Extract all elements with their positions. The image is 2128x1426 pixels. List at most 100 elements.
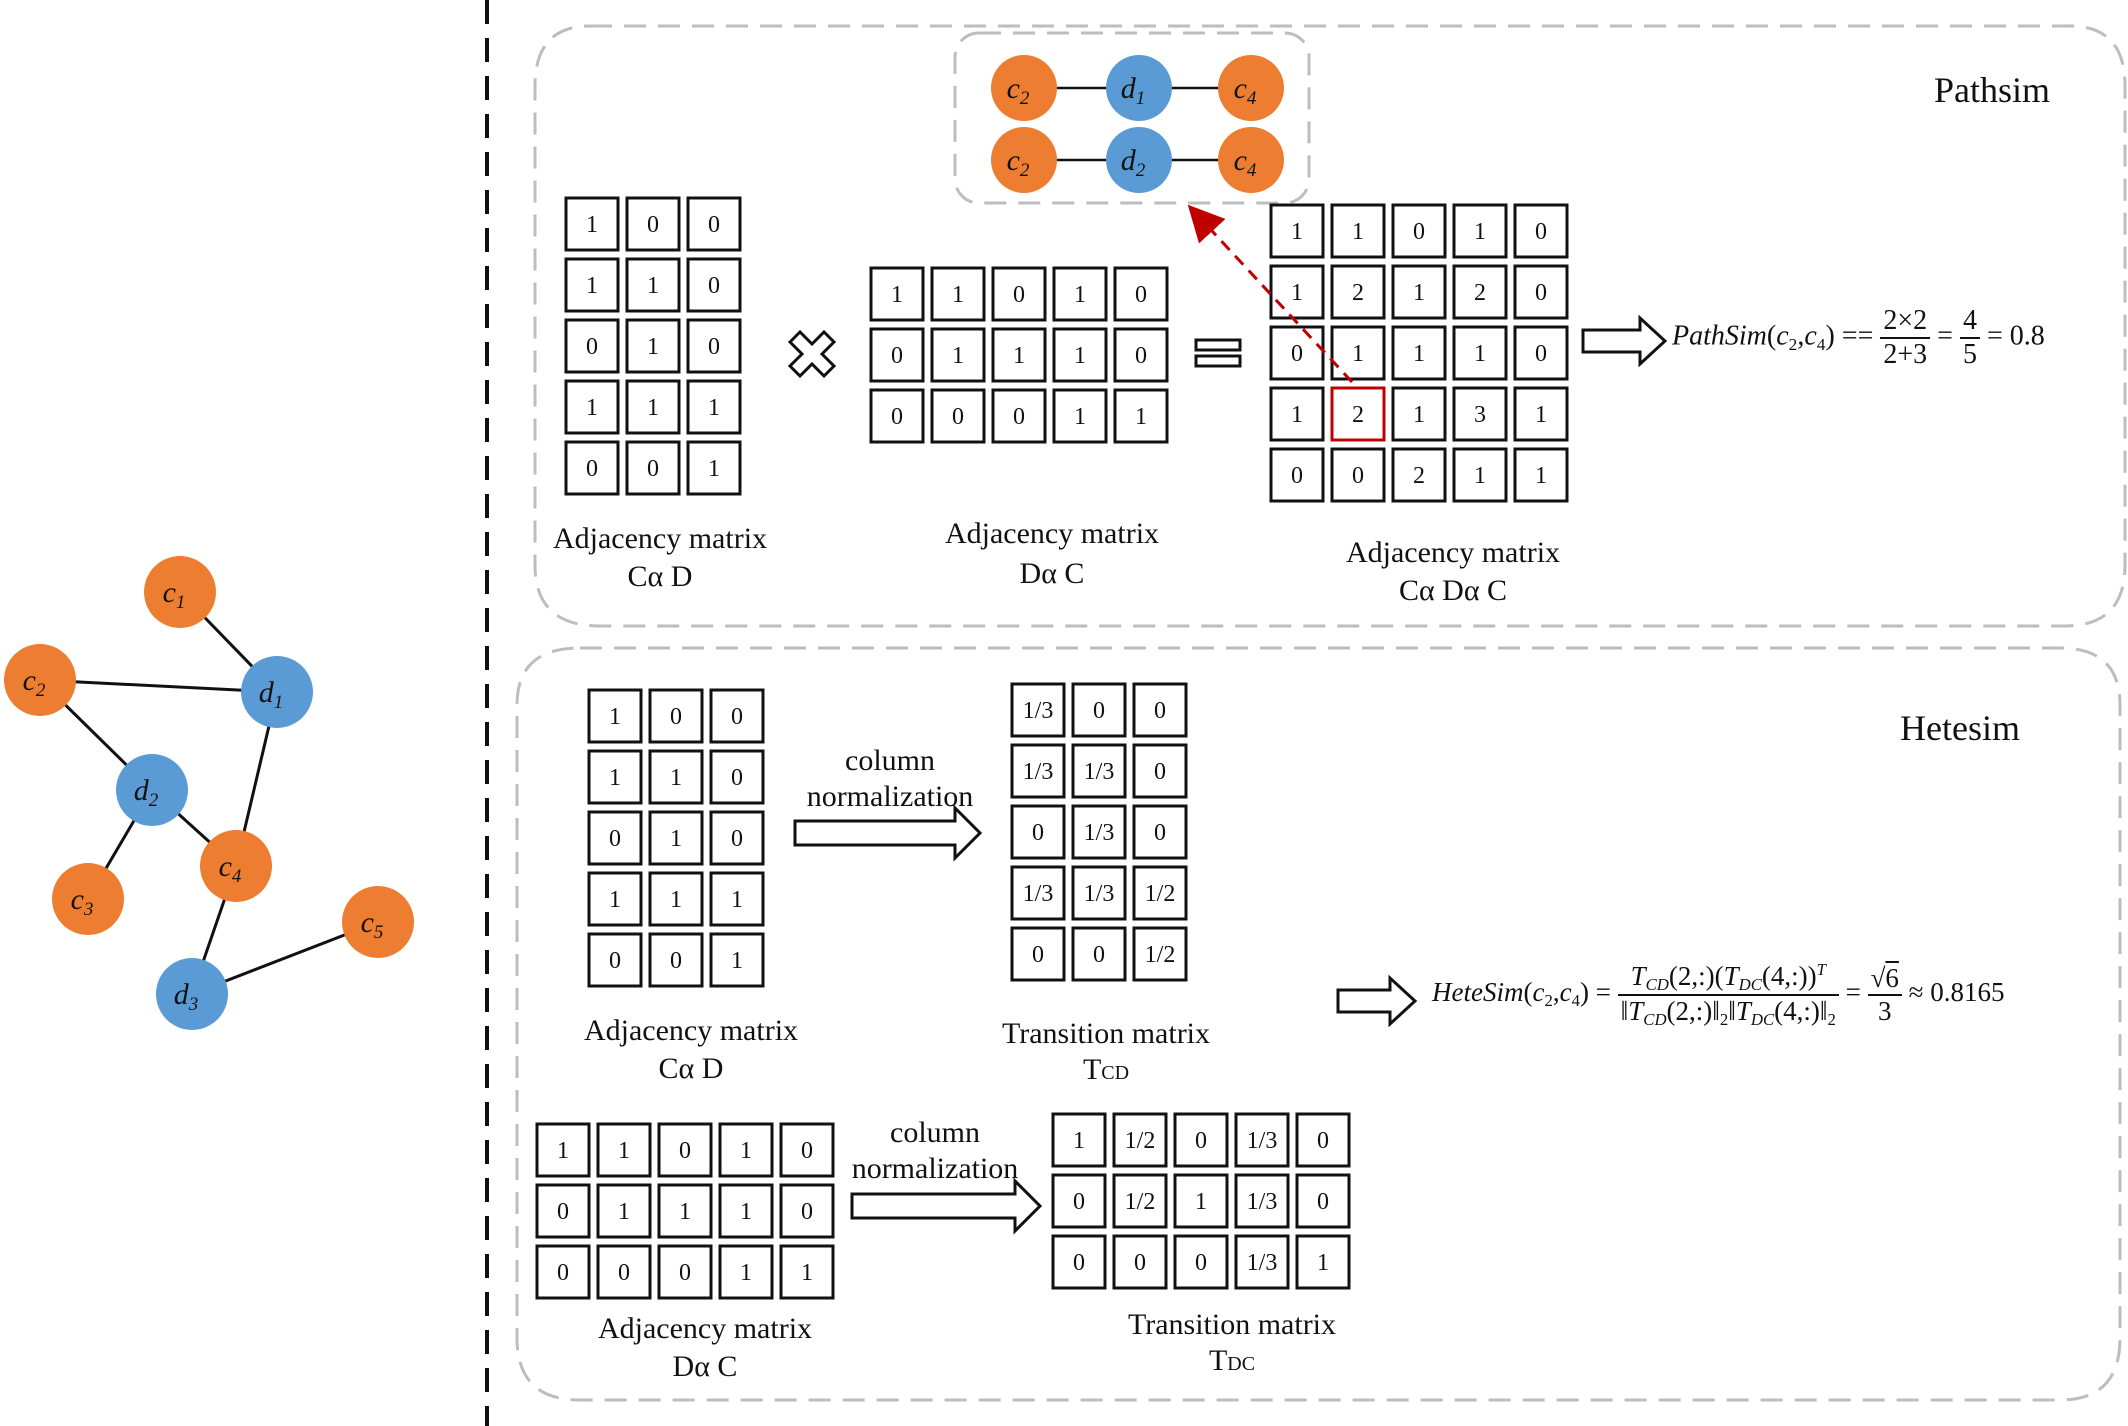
hetesim-title: Hetesim	[1900, 708, 2020, 748]
graph-node-c3-label: c3	[71, 883, 94, 920]
matrix-cell	[686, 257, 742, 313]
pathsim-matrix-cdc-caption: Adjacency matrix	[1346, 536, 1560, 569]
path1-node-d1: d1	[1106, 55, 1172, 121]
matrix-cell-value: 0	[1135, 343, 1147, 369]
matrix-cell	[686, 196, 742, 252]
path1-node-d1-label: d1	[1121, 72, 1146, 109]
matrix-cell-value: 0	[1093, 698, 1105, 724]
matrix-cell	[1330, 447, 1386, 503]
matrix-cell	[1391, 203, 1447, 259]
matrix-cell	[1052, 327, 1108, 383]
matrix-cell	[625, 196, 681, 252]
arrow-label-column-1: column	[845, 744, 935, 777]
matrix-cell	[1010, 682, 1066, 738]
matrix-cell	[1173, 1234, 1229, 1290]
pathsim-func-name: PathSim	[1672, 320, 1767, 352]
matrix-cell	[718, 1122, 774, 1178]
matrix-cell	[587, 871, 643, 927]
matrix-cell-value: 0	[801, 1199, 813, 1225]
path2-node-c2-label: c2	[1007, 144, 1030, 181]
pathsim-arg-sub1: 2	[1788, 334, 1798, 354]
matrix-cell-value: 1	[670, 826, 682, 852]
graph-node-d2-circle	[116, 754, 188, 826]
matrix-cell-value: 0	[647, 456, 659, 482]
matrix-cell	[1052, 266, 1108, 322]
matrix-cell-value: 1/2	[1125, 1189, 1156, 1215]
matrix-cell-value: 1/3	[1084, 820, 1115, 846]
matrix-cell	[1513, 386, 1569, 442]
matrix-cell	[1295, 1112, 1351, 1168]
matrix-cell	[1112, 1173, 1168, 1229]
graph-node-c3: c3	[52, 863, 124, 935]
path1-node-c2-label: c2	[1007, 72, 1030, 109]
matrix-cell	[1010, 926, 1066, 982]
matrix-cell-value: 1	[740, 1199, 752, 1225]
matrix-cell-value: 1	[1474, 463, 1486, 489]
graph-node-c2-circle	[4, 644, 76, 716]
matrix-cell	[596, 1244, 652, 1300]
matrix-cell-value: 1	[1535, 402, 1547, 428]
matrix-cell	[991, 388, 1047, 444]
matrix-cell	[709, 810, 765, 866]
matrix-cell	[1113, 388, 1169, 444]
path2-node-d2: d2	[1106, 127, 1172, 193]
matrix-cell-value: 0	[1413, 219, 1425, 245]
matrix-cell	[587, 749, 643, 805]
matrix-cell	[535, 1183, 591, 1239]
matrix-cell	[869, 327, 925, 383]
matrix-cell-value: 1	[670, 765, 682, 791]
matrix-cell	[1132, 865, 1188, 921]
matrix-cell-value: 1	[586, 212, 598, 238]
matrix-cell-value: 1	[1317, 1250, 1329, 1276]
hetesim-matrix-cd-caption: Adjacency matrix	[584, 1014, 798, 1047]
matrix-cell-value: 0	[1135, 282, 1147, 308]
matrix-cell-value: 1	[1073, 1128, 1085, 1154]
matrix-cell-value: 1	[1352, 341, 1364, 367]
path2-node-c4: c4	[1218, 127, 1284, 193]
pathsim-arg-sub2: 4	[1816, 334, 1826, 354]
pathsim-matrix-cd-subcaption: Cα D	[628, 560, 693, 593]
matrix-cell-value: 1/2	[1125, 1128, 1156, 1154]
matrix-cell	[657, 1244, 713, 1300]
matrix-cell	[1330, 386, 1386, 442]
graph-node-c4-label: c4	[219, 850, 242, 887]
matrix-cell-value: 3	[1474, 402, 1486, 428]
pathsim-arg-c2: c	[1804, 320, 1817, 352]
arrow-label-normalization-1: normalization	[807, 780, 974, 813]
matrix-cell-value: 0	[1291, 341, 1303, 367]
matrix-cell-value: 1	[609, 704, 621, 730]
matrix-cell	[1330, 325, 1386, 381]
matrix-cell-value: 1/3	[1247, 1189, 1278, 1215]
matrix-cell-value: 1	[1474, 341, 1486, 367]
matrix-cell-value: 1	[679, 1199, 691, 1225]
matrix-cell-value: 1	[1074, 404, 1086, 430]
matrix-cell	[1295, 1173, 1351, 1229]
matrix-cell	[657, 1122, 713, 1178]
matrix-cell	[1295, 1234, 1351, 1290]
matrix-cell	[1234, 1112, 1290, 1168]
hetesim-panel	[515, 646, 2122, 1402]
matrix-cell-value: 0	[1154, 759, 1166, 785]
matrix-cell-value: 1	[586, 273, 598, 299]
pathsim-matrix-cd-caption: Adjacency matrix	[553, 522, 767, 555]
matrix-cell-value: 1	[670, 887, 682, 913]
matrix-cell	[1269, 203, 1325, 259]
highlight-pointer-arrow	[1187, 204, 1354, 384]
hetesim-matrix-cd-subcaption: Cα D	[659, 1052, 724, 1085]
matrix-cell	[1452, 447, 1508, 503]
matrix-cell-value: 0	[609, 948, 621, 974]
matrix-cell-value: 0	[1154, 698, 1166, 724]
matrix-cell	[686, 440, 742, 496]
hetesim-main-frac: TCD(2,:)(TDC(4,:))T ‖TCD(2,:)‖2‖TDC(4,:)…	[1617, 960, 1839, 1030]
matrix-cell-value: 1	[557, 1138, 569, 1164]
matrix-cell	[1010, 743, 1066, 799]
normalization-arrow-dc	[850, 1177, 1043, 1235]
matrix-cell-value: 0	[679, 1260, 691, 1286]
matrix-cell-value: 1	[1413, 341, 1425, 367]
matrix-cell-value: 0	[731, 826, 743, 852]
